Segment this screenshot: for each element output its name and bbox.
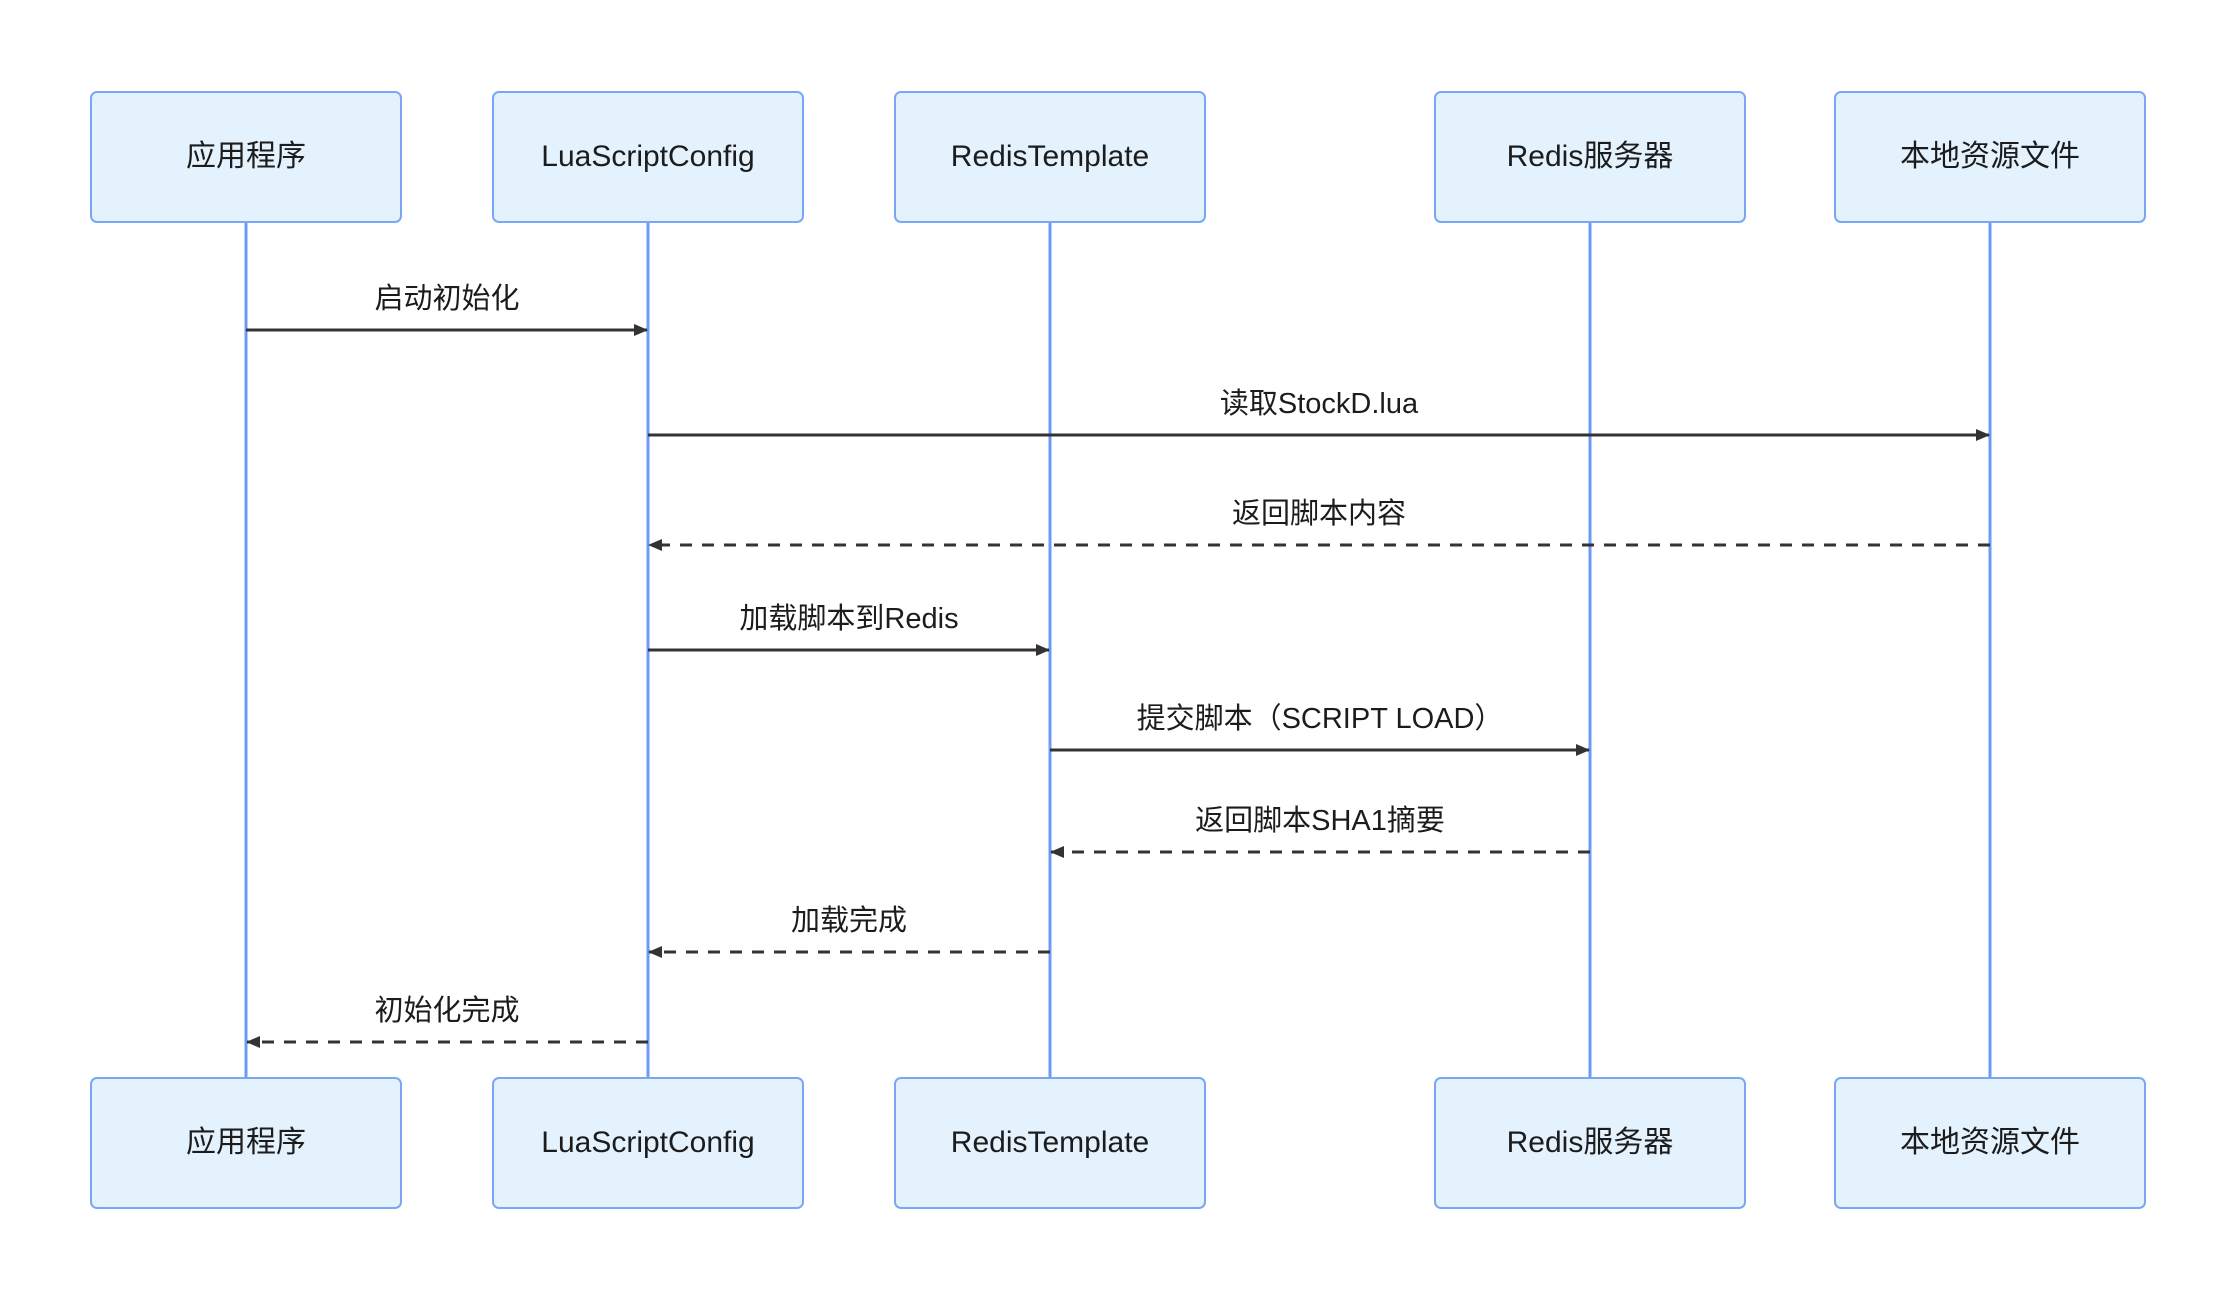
message-label: 返回脚本内容 [1232,497,1406,530]
participant-top-redis[interactable]: Redis服务器 [1434,91,1746,223]
message-label: 提交脚本（SCRIPT LOAD） [1137,702,1504,735]
participant-bottom-app[interactable]: 应用程序 [90,1077,402,1209]
participant-box [90,91,402,223]
message-label: 返回脚本SHA1摘要 [1195,804,1445,837]
participant-box [894,91,1206,223]
participant-box [90,1077,402,1209]
message-3[interactable]: 返回脚本内容 [648,497,1990,551]
message-label: 读取StockD.lua [1220,387,1419,420]
participants-bottom-layer: 应用程序 LuaScriptConfig RedisTemplate Redis服务器… [90,1077,2146,1209]
participant-label: Redis服务器 [1507,1126,1674,1159]
participant-label: 本地资源文件 [1900,140,2080,173]
participant-label: RedisTemplate [951,1126,1149,1159]
message-8[interactable]: 初始化完成 [246,994,648,1048]
message-label: 加载脚本到Redis [739,602,958,635]
message-label: 加载完成 [791,904,907,937]
participants-top-layer: 应用程序 LuaScriptConfig RedisTemplate Redis服务器… [90,91,2146,223]
message-5[interactable]: 提交脚本（SCRIPT LOAD） [1050,702,1590,756]
participant-box [492,91,804,223]
participant-label: Redis服务器 [1507,140,1674,173]
participant-bottom-file[interactable]: 本地资源文件 [1834,1077,2146,1209]
message-6[interactable]: 返回脚本SHA1摘要 [1050,804,1590,858]
lifelines-layer [244,222,1992,1078]
participant-box [894,1077,1206,1209]
participant-label: 应用程序 [186,1126,306,1159]
participant-bottom-luaconfig[interactable]: LuaScriptConfig [492,1077,804,1209]
participant-label: LuaScriptConfig [541,140,754,173]
message-4[interactable]: 加载脚本到Redis [648,602,1050,656]
message-1[interactable]: 启动初始化 [246,282,648,336]
message-7[interactable]: 加载完成 [648,904,1050,958]
participant-box [1434,1077,1746,1209]
participant-box [492,1077,804,1209]
participant-label: 应用程序 [186,140,306,173]
participant-top-template[interactable]: RedisTemplate [894,91,1206,223]
participant-label: 本地资源文件 [1900,1126,2080,1159]
message-label: 启动初始化 [374,282,519,315]
participant-label: LuaScriptConfig [541,1126,754,1159]
participant-box [1434,91,1746,223]
message-2[interactable]: 读取StockD.lua [648,387,1990,441]
participant-bottom-redis[interactable]: Redis服务器 [1434,1077,1746,1209]
participant-box [1834,91,2146,223]
participant-top-file[interactable]: 本地资源文件 [1834,91,2146,223]
participant-bottom-template[interactable]: RedisTemplate [894,1077,1206,1209]
participant-top-app[interactable]: 应用程序 [90,91,402,223]
participant-top-luaconfig[interactable]: LuaScriptConfig [492,91,804,223]
message-label: 初始化完成 [374,994,519,1027]
participant-label: RedisTemplate [951,140,1149,173]
participant-box [1834,1077,2146,1209]
